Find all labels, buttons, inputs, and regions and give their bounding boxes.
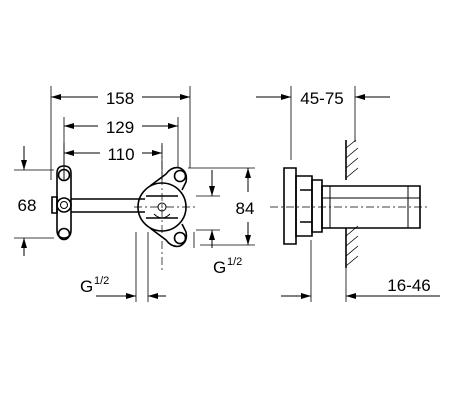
wall-section [345, 139, 359, 268]
dim-45-75: 45-75 [256, 86, 390, 160]
dim-158-label: 158 [106, 89, 134, 108]
thread-right: G 1/2 [193, 232, 242, 277]
mounting-frame [51, 145, 195, 272]
dim-110-label: 110 [107, 145, 134, 164]
side-body [270, 167, 430, 245]
dim-129-label: 129 [106, 118, 134, 137]
thread-right-fraction: 1/2 [227, 256, 242, 268]
dim-16-46-label: 16-46 [387, 276, 430, 295]
front-view: 158 129 110 [14, 86, 255, 302]
thread-right-letter: G [213, 258, 226, 277]
dim-16-46: 16-46 [281, 240, 440, 302]
thread-left-letter: G [80, 277, 93, 296]
side-view: 45-75 [256, 86, 440, 302]
dim-158: 158 [50, 86, 191, 180]
dim-110: 110 [63, 143, 163, 180]
dim-45-75-label: 45-75 [300, 89, 343, 108]
dim-68: 68 [14, 146, 54, 256]
dim-129: 129 [63, 117, 179, 180]
dim-84: 84 [188, 167, 255, 248]
dim-84-label: 84 [236, 199, 255, 218]
thread-left: G 1/2 [80, 232, 166, 302]
dim-68-label: 68 [18, 196, 37, 215]
thread-left-fraction: 1/2 [94, 275, 109, 287]
